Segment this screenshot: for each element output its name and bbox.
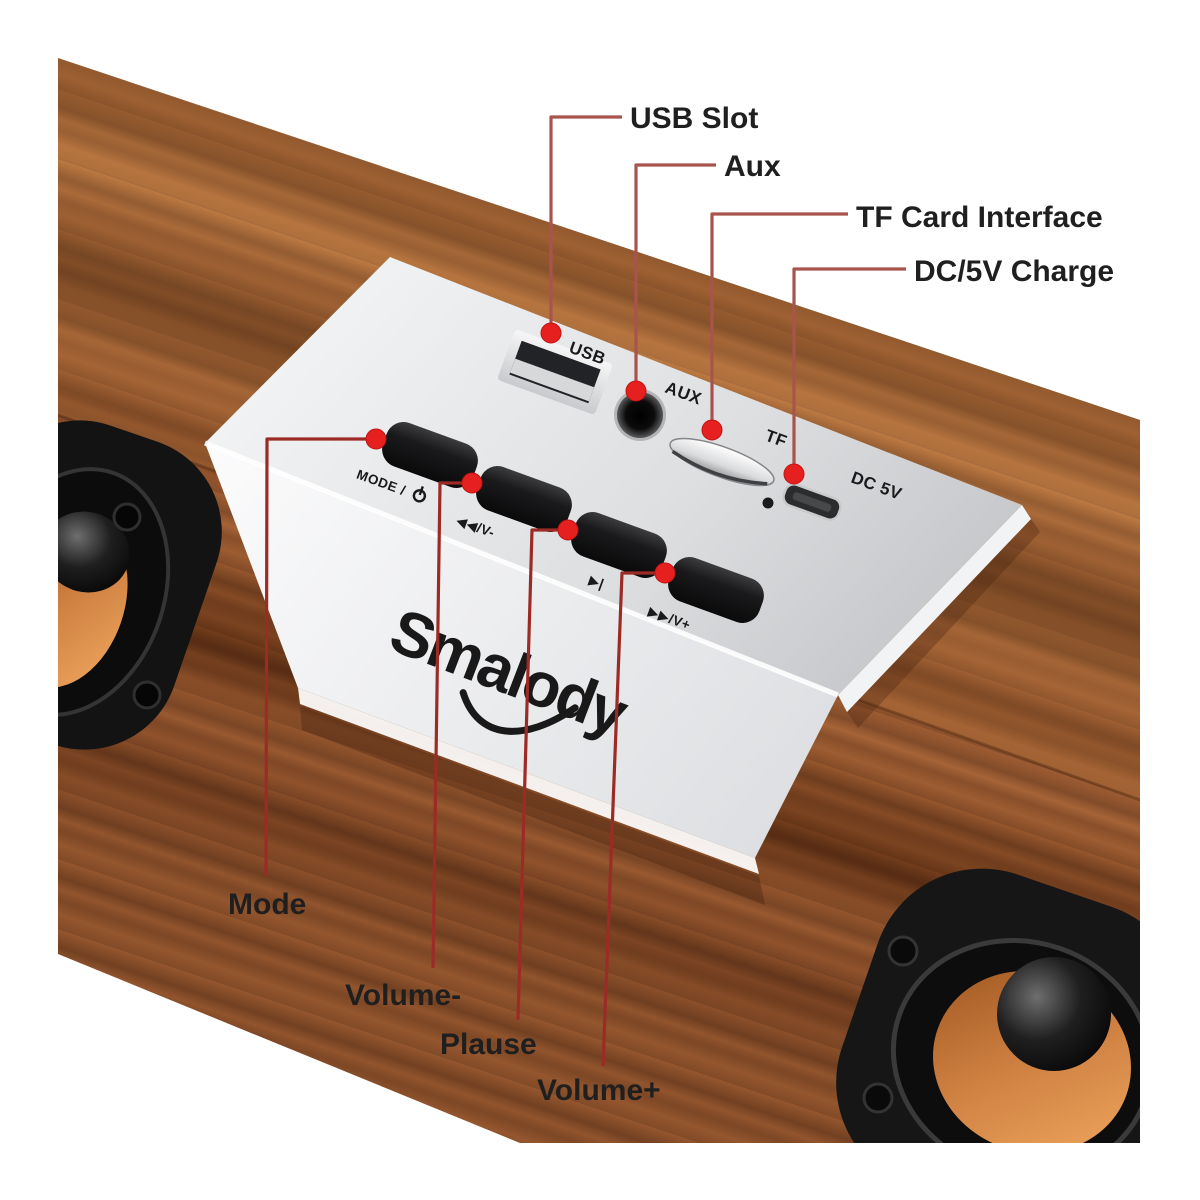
panel-right-lip <box>838 505 1031 712</box>
callout-dot-plause <box>557 519 579 541</box>
right-speaker-screw-bottom <box>862 1082 894 1114</box>
left-speaker-screw-top <box>112 502 142 532</box>
annotation-usb-slot: USB Slot <box>630 102 758 135</box>
annotation-mode: Mode <box>228 888 306 921</box>
dc-port <box>782 483 842 521</box>
callout-line-tf <box>710 212 848 430</box>
play-pause-button: ▶| <box>571 512 667 592</box>
panel-shadow-front <box>300 706 765 905</box>
right-speaker <box>836 868 1140 1143</box>
annotation-volume-minus: Volume- <box>345 979 461 1012</box>
power-icon <box>412 486 427 503</box>
callout-dot-aux <box>625 380 647 402</box>
tf-card-slot <box>669 437 775 487</box>
left-speaker-screw-bottom <box>132 680 162 710</box>
annotation-labels: USB Slot Aux TF Card Interface DC/5V Cha… <box>228 102 1114 1107</box>
callout-dot-dc <box>783 463 805 485</box>
callout-dot-mode <box>365 428 387 450</box>
callout-line-dc <box>792 267 906 474</box>
pinhole <box>762 497 774 509</box>
aux-jack <box>617 392 663 438</box>
panel-top-face <box>205 257 1022 695</box>
panel-front-face <box>205 443 838 858</box>
usb-port-tongue <box>510 358 595 402</box>
annotation-aux: Aux <box>724 150 781 183</box>
dc-port-pin <box>792 492 832 512</box>
left-speaker-dome <box>58 511 130 593</box>
callout-line-aux <box>634 163 716 391</box>
callout-dot-tf <box>701 419 723 441</box>
callout-line-usb <box>549 115 622 333</box>
left-speaker <box>58 420 222 750</box>
callout-line-plause <box>516 528 568 1021</box>
annotation-plause: Plause <box>440 1028 537 1061</box>
tf-slot-opening <box>671 450 768 486</box>
callout-dot-usb <box>540 322 562 344</box>
callout-line-volume-minus <box>431 481 472 969</box>
panel-shadow-right <box>847 519 1040 728</box>
callout-dots <box>365 322 805 584</box>
right-speaker-screw-top <box>887 935 919 967</box>
annotation-dc-5v-charge: DC/5V Charge <box>914 255 1114 288</box>
panel-fold-highlight <box>204 440 839 698</box>
callout-dot-volume-minus <box>461 472 483 494</box>
usb-port <box>498 329 612 415</box>
annotation-volume-plus: Volume+ <box>537 1074 661 1107</box>
right-speaker-dome <box>997 957 1111 1071</box>
photo-area: USB AUX TF DC 5V MODE / <box>58 58 1140 1143</box>
play-button-label: ▶| <box>587 572 606 591</box>
control-panel: USB AUX TF DC 5V MODE / <box>204 257 1040 905</box>
callout-line-volume-plus <box>601 571 665 1067</box>
annotation-tf-card-interface: TF Card Interface <box>856 201 1103 234</box>
panel-bottom-lip <box>298 688 759 874</box>
callout-dot-volume-plus <box>654 562 676 584</box>
logo-swoosh <box>459 689 579 735</box>
callout-layer <box>264 115 906 1067</box>
callout-line-mode <box>264 437 376 877</box>
